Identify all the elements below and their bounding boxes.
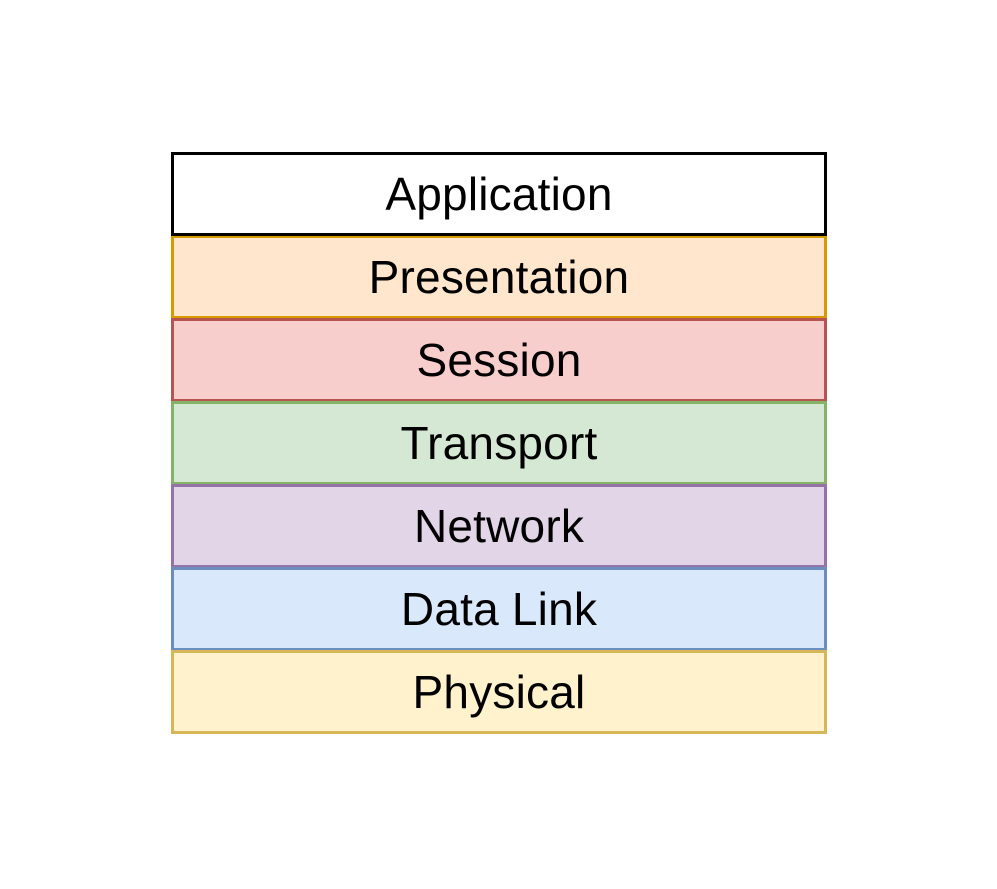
layer-session: Session bbox=[171, 318, 827, 402]
layer-label-session: Session bbox=[416, 334, 582, 386]
layer-presentation: Presentation bbox=[171, 235, 827, 319]
osi-layer-stack: Application Presentation Session Transpo… bbox=[171, 152, 827, 734]
layer-transport: Transport bbox=[171, 401, 827, 485]
layer-label-data-link: Data Link bbox=[400, 583, 598, 635]
layer-physical: Physical bbox=[171, 650, 827, 734]
layer-label-transport: Transport bbox=[400, 417, 598, 469]
layer-label-physical: Physical bbox=[412, 666, 586, 718]
layer-label-presentation: Presentation bbox=[368, 251, 630, 303]
layer-label-network: Network bbox=[413, 500, 585, 552]
layer-application: Application bbox=[171, 152, 827, 236]
layer-network: Network bbox=[171, 484, 827, 568]
layer-label-application: Application bbox=[385, 168, 613, 220]
layer-data-link: Data Link bbox=[171, 567, 827, 651]
